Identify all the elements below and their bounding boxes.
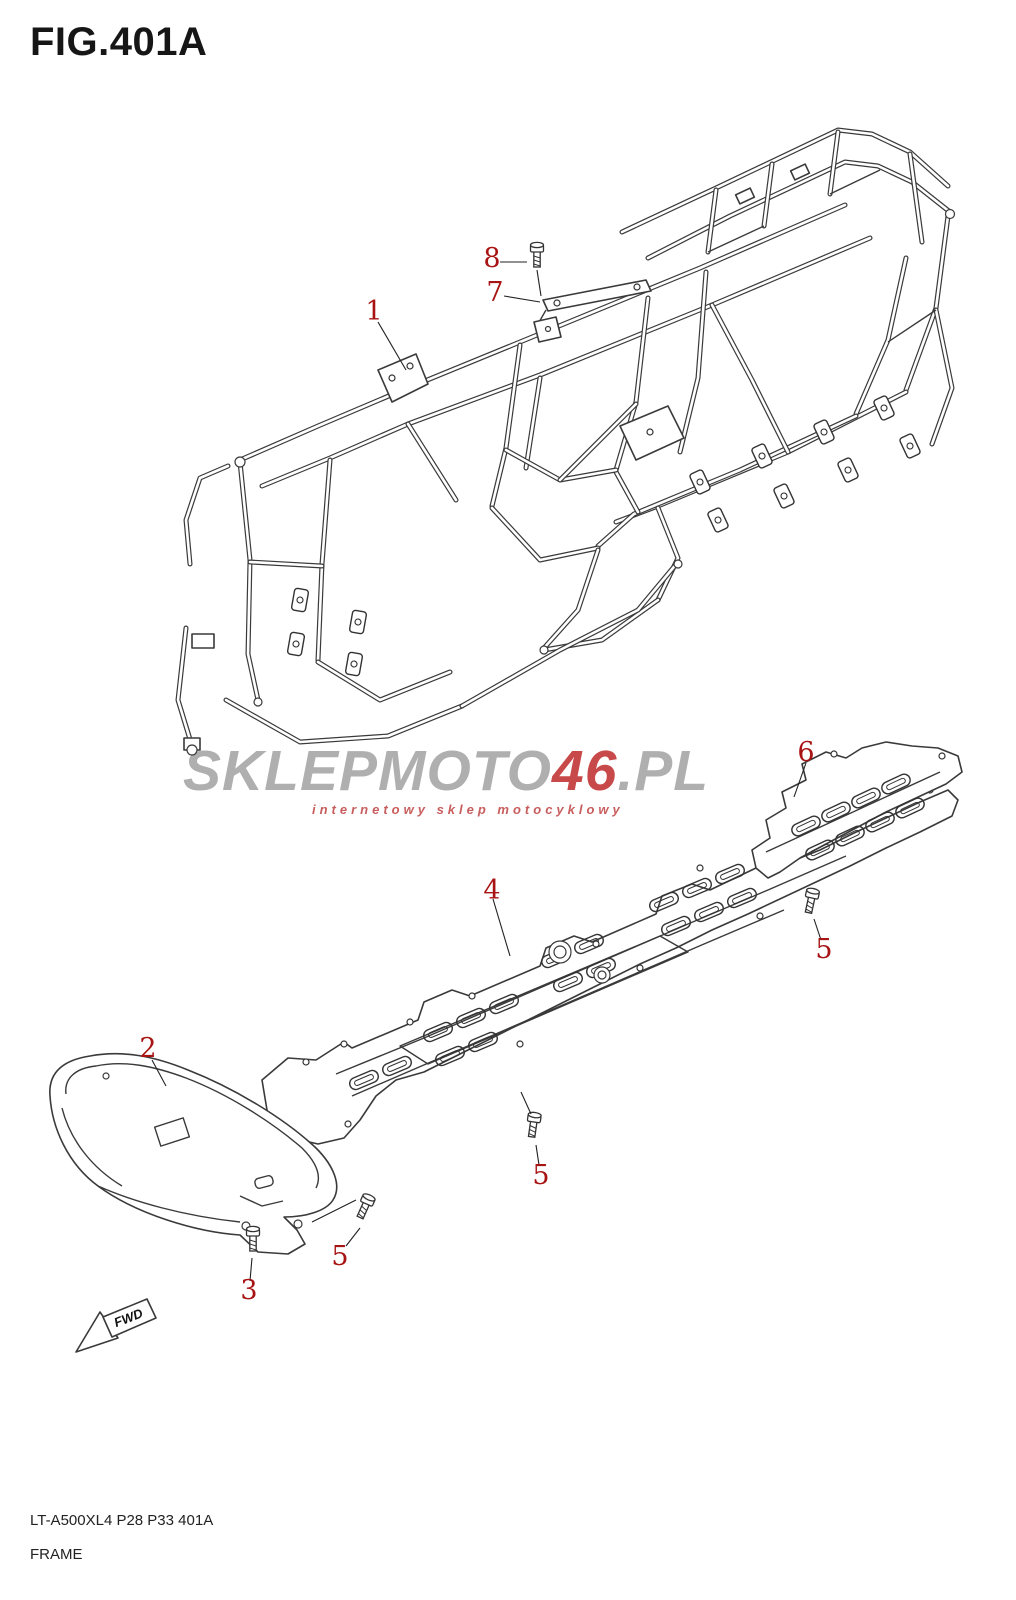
fwd-arrow: FWD: [75, 1298, 157, 1353]
callout-8: 8: [483, 243, 500, 274]
watermark-prefix: SKLEP: [183, 739, 379, 803]
callout-4: 4: [483, 875, 500, 906]
watermark-number: 46: [552, 739, 618, 803]
watermark: SKLEPMOTO46.PL internetowy sklep motocyk…: [0, 738, 1016, 828]
mount-bracket-part7: [533, 279, 652, 343]
figure-title: FIG.401A: [30, 20, 208, 64]
frame-assembly: [175, 127, 956, 756]
callout-7: 7: [486, 277, 503, 308]
watermark-suffix: .PL: [617, 739, 710, 803]
front-skid-plate: [49, 1052, 338, 1255]
callout-6: 6: [797, 737, 814, 768]
callout-5-rear: 5: [815, 934, 832, 965]
bolt-part5-rear: [801, 886, 821, 915]
watermark-mid: MOTO: [378, 739, 552, 803]
bolt-part5-mid: [524, 1110, 543, 1139]
bolt-part8: [529, 241, 545, 268]
callout-2: 2: [139, 1033, 156, 1064]
callout-1: 1: [365, 296, 382, 327]
bolt-part5-front: [353, 1191, 377, 1221]
leader-lines: [151, 261, 822, 1282]
callout-5-mid: 5: [532, 1160, 549, 1191]
front-gusset-plate: [377, 353, 429, 403]
watermark-logo: SKLEPMOTO46.PL: [183, 738, 709, 804]
callout-5-front: 5: [331, 1241, 348, 1272]
skid-plate-rear: [751, 741, 963, 879]
callout-labels: 1 2 3 4 5 5 5 6 7 8: [139, 243, 832, 1306]
callout-3: 3: [240, 1275, 257, 1306]
watermark-tagline: internetowy sklep motocyklowy: [312, 802, 624, 817]
footer-figure-name: FRAME: [30, 1546, 83, 1563]
footer-part-code: LT-A500XL4 P28 P33 401A: [30, 1512, 214, 1529]
skid-plate-main: [261, 786, 959, 1145]
